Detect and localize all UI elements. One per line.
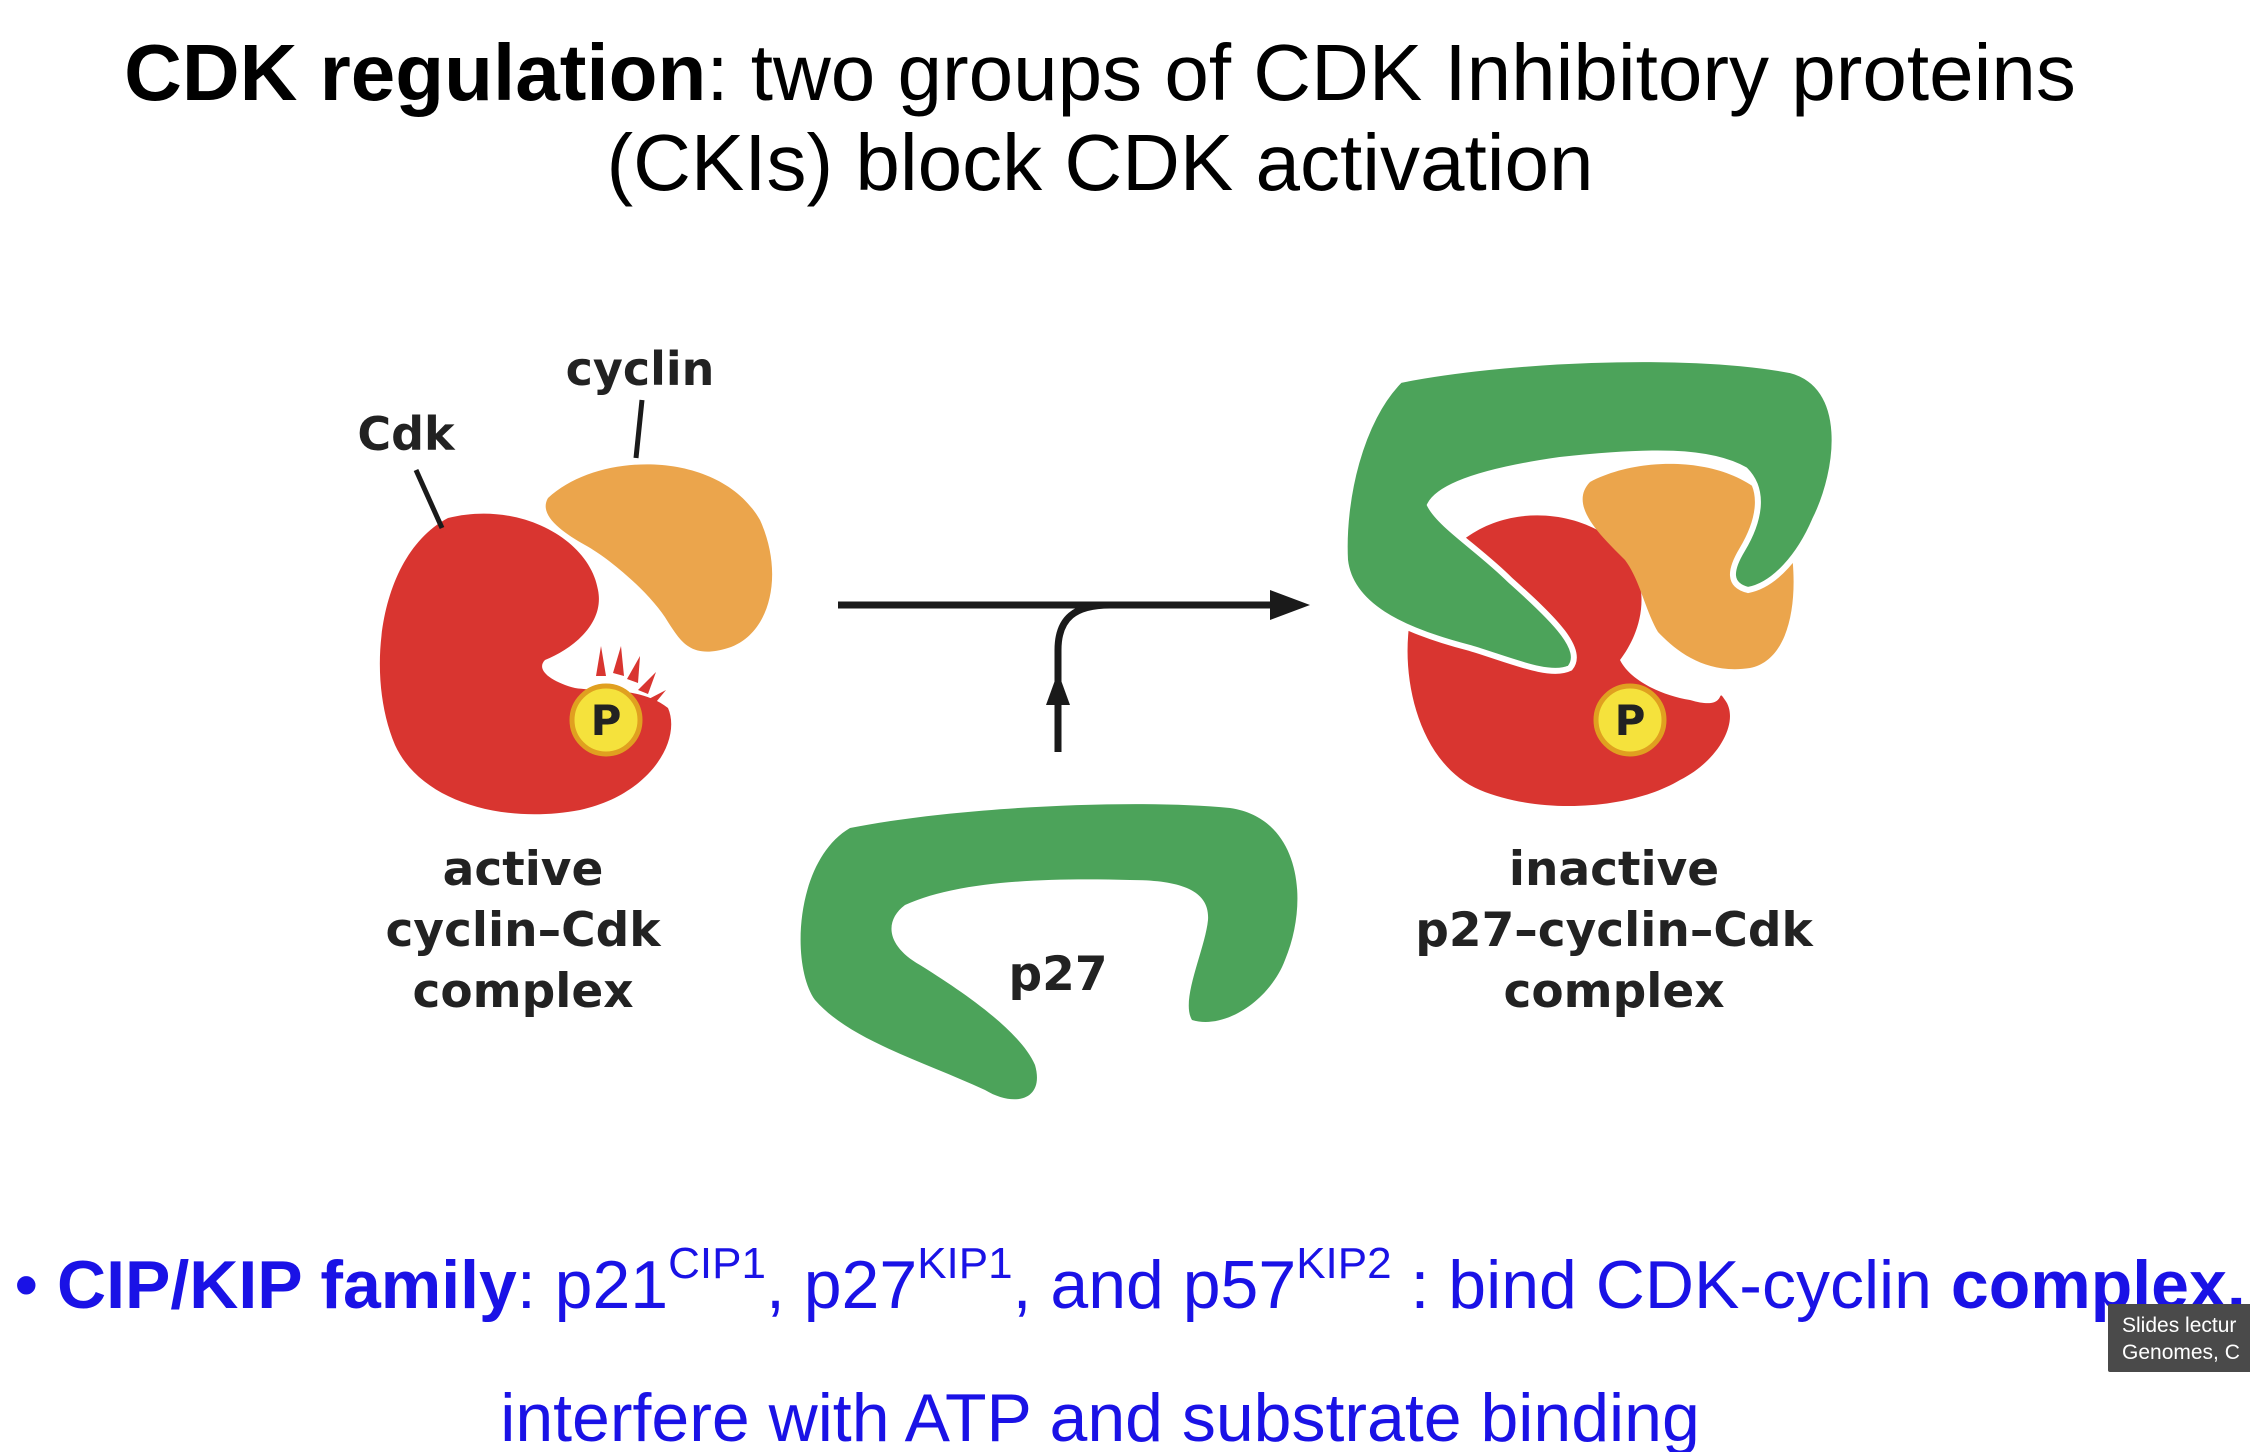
- inactive-caption-1: inactive: [1509, 842, 1719, 897]
- slide-title: CDK regulation: two groups of CDK Inhibi…: [0, 28, 2200, 208]
- p21-superscript: CIP1: [668, 1239, 766, 1288]
- p27-text: p27: [803, 1247, 918, 1323]
- title-line-1: CDK regulation: two groups of CDK Inhibi…: [0, 28, 2200, 118]
- inactive-caption-2: p27–cyclin–Cdk: [1415, 903, 1814, 958]
- cyclin-shape: [545, 464, 773, 652]
- cyclin-label: cyclin: [566, 342, 715, 396]
- separator-2: , and: [1012, 1247, 1183, 1323]
- activation-sparks: [596, 646, 666, 707]
- p27-label: p27: [1008, 947, 1107, 1002]
- title-bold: CDK regulation: [124, 28, 707, 117]
- cip-kip-bullet-text: • CIP/KIP family: p21CIP1, p27KIP1, and …: [0, 1242, 2250, 1325]
- cyclin-leader-line: [633, 399, 645, 459]
- active-caption-1: active: [443, 842, 604, 897]
- phosphate-group-inactive: P: [1593, 683, 1667, 757]
- branch-line: [1054, 601, 1111, 752]
- p21-text: p21: [554, 1247, 669, 1323]
- tooltip-line-2: Genomes, C: [2122, 1341, 2240, 1364]
- tooltip-line-1: Slides lectur: [2122, 1314, 2237, 1337]
- main-arrowhead: [1270, 590, 1310, 620]
- phosphate-label: P: [591, 696, 622, 745]
- active-caption-2: cyclin–Cdk: [386, 903, 663, 958]
- title-line-2: (CKIs) block CDK activation: [606, 118, 1594, 207]
- p57-superscript: KIP2: [1296, 1239, 1392, 1288]
- p57-text: p57: [1182, 1247, 1297, 1323]
- cyclin-shape-inactive: [1582, 463, 1794, 670]
- title-rest: : two groups of CDK Inhibitory proteins: [706, 28, 2076, 117]
- inactive-complex: P inactive p27–cyclin–Cdk complex: [1341, 356, 1838, 1019]
- active-complex: P Cdk cyclin active cyclin–Cdk complex: [357, 342, 773, 1019]
- p27-shape-bound: [1341, 356, 1838, 674]
- inactive-caption-3: complex: [1503, 964, 1724, 1019]
- family-name: CIP/KIP family: [57, 1247, 517, 1323]
- phosphate-group: P: [569, 683, 643, 757]
- cdk-label: Cdk: [357, 407, 456, 461]
- interfere-text: interfere with ATP and substrate binding: [500, 1380, 1700, 1452]
- inhibition-arrow: [838, 590, 1310, 752]
- p27-superscript: KIP1: [917, 1239, 1013, 1288]
- cdk-leader-line: [413, 468, 445, 530]
- p27-inhibitor: p27: [800, 804, 1298, 1100]
- attribution-tooltip: Slides lectur Genomes, C: [2108, 1304, 2250, 1372]
- bullet-marker: •: [14, 1247, 39, 1323]
- active-caption-3: complex: [412, 964, 633, 1019]
- phosphate-label-right: P: [1615, 696, 1646, 745]
- p27-shape: [800, 804, 1298, 1100]
- branch-arrowhead: [1046, 672, 1070, 705]
- colon-text: :: [516, 1247, 555, 1323]
- bind-text: : bind CDK-cyclin: [1391, 1247, 1951, 1323]
- separator-1: ,: [765, 1247, 804, 1323]
